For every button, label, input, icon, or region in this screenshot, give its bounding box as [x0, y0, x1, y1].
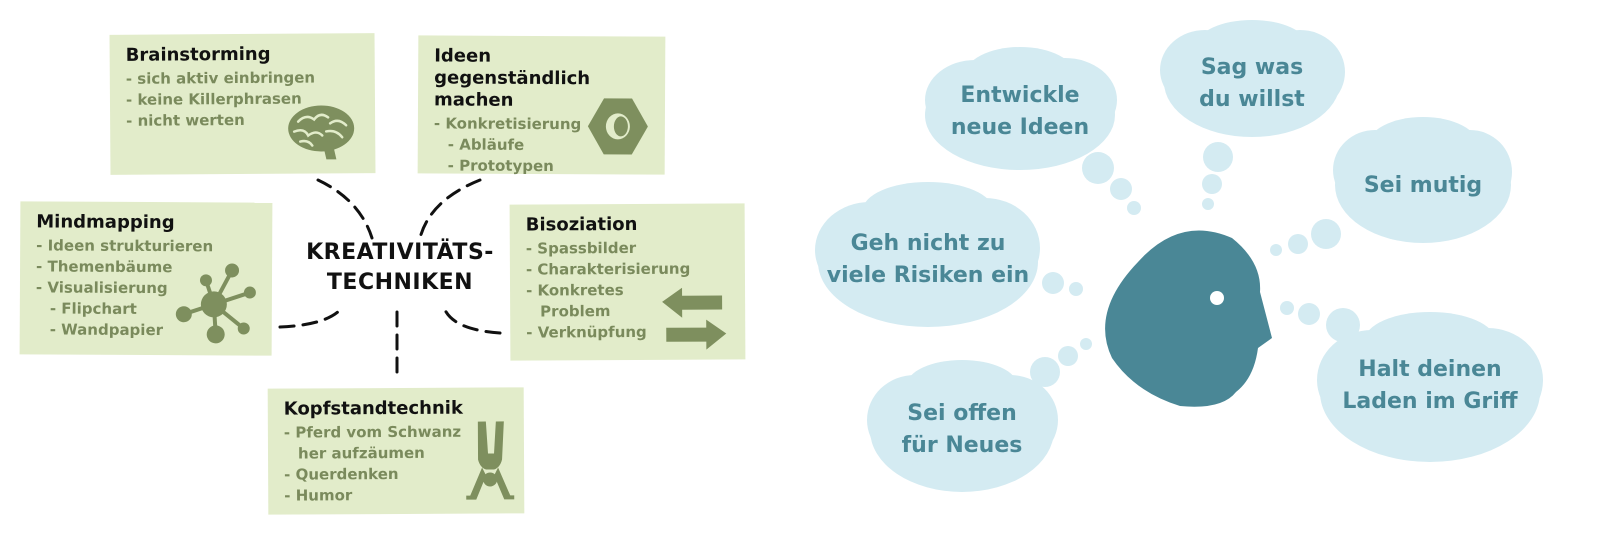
- hex-nut-icon: [587, 98, 648, 155]
- center-label: KREATIVITÄTS- TECHNIKEN: [300, 238, 500, 298]
- cloud-entwickle: [925, 47, 1117, 170]
- connector-brainstorming: [316, 178, 374, 240]
- brain-icon: [288, 105, 355, 160]
- card-bisoziation: Bisoziation - Spassbilder - Charakterisi…: [509, 203, 746, 361]
- connector-ideen: [418, 178, 482, 240]
- thought-bubbles: [1030, 142, 1360, 387]
- cloud-risiken: [815, 182, 1040, 327]
- cloud-text-line: Geh nicht zu: [850, 231, 1006, 256]
- cloud-text-line: du willst: [1199, 87, 1305, 112]
- cloud-text-line: Sag was: [1200, 55, 1304, 80]
- cloud-text-risiken: Geh nicht zu viele Risiken ein: [818, 228, 1038, 292]
- cloud-text-line: Sei mutig: [1363, 173, 1483, 198]
- cloud-mutig: [1333, 117, 1512, 243]
- head-silhouette-icon: [1105, 230, 1272, 407]
- cloud-text-line: Entwickle: [960, 83, 1080, 108]
- center-label-line: TECHNIKEN: [326, 270, 474, 295]
- cloud-text-line: viele Risiken ein: [826, 263, 1030, 288]
- cloud-text-mutig: Sei mutig: [1333, 170, 1513, 202]
- cloud-sag: [1160, 20, 1345, 137]
- handstand-person-icon: [466, 421, 515, 500]
- cloud-laden: [1317, 312, 1543, 462]
- cloud-offen: [867, 360, 1058, 492]
- swap-arrows-icon: [662, 287, 727, 350]
- cloud-text-line: Halt deinen: [1358, 357, 1502, 382]
- card-kopfstand: Kopfstandtechnik - Pferd vom Schwanz her…: [267, 387, 525, 515]
- card-ideen: Ideen gegenständlich machen - Konkretisi…: [417, 35, 666, 175]
- cloud-text-offen: Sei offen für Neues: [872, 398, 1052, 462]
- network-icon: [175, 263, 256, 344]
- cloud-text-line: für Neues: [901, 433, 1023, 458]
- cloud-text-line: Laden im Griff: [1342, 389, 1518, 414]
- cloud-text-sag: Sag was du willst: [1162, 52, 1342, 116]
- cloud-text-line: neue Ideen: [950, 115, 1090, 140]
- connector-mindmapping: [278, 308, 342, 329]
- cloud-text-entwickle: Entwickle neue Ideen: [930, 80, 1110, 144]
- card-mindmapping: Mindmapping - Ideen strukturieren - Them…: [19, 201, 273, 356]
- center-label-line: KREATIVITÄTS-: [306, 240, 494, 265]
- connector-bisoziation: [443, 308, 502, 335]
- cloud-text-laden: Halt deinen Laden im Griff: [1325, 354, 1535, 418]
- cloud-text-line: Sei offen: [907, 401, 1017, 426]
- card-brainstorming: Brainstorming - sich aktiv einbringen - …: [109, 33, 376, 175]
